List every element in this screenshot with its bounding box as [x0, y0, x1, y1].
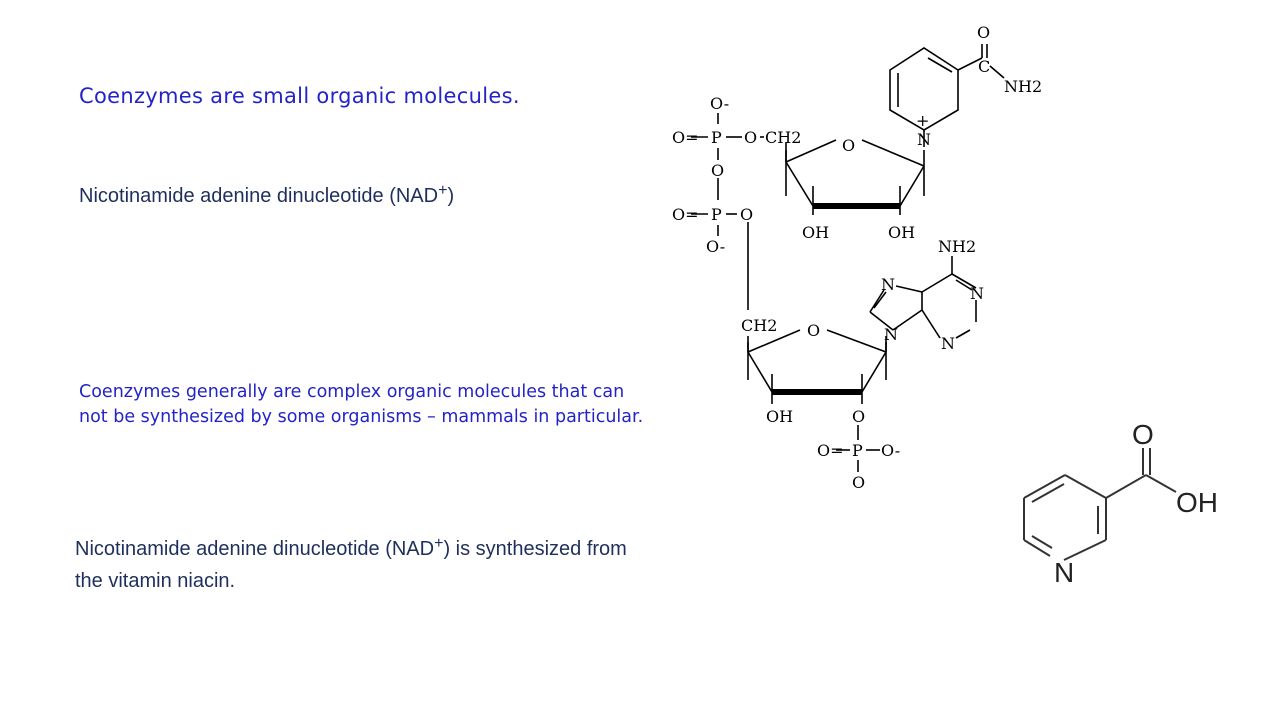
nad-o-eq-1: O= — [672, 128, 699, 147]
nad-o-bridge-2: O — [711, 161, 724, 180]
niacin-oh: OH — [1176, 487, 1218, 518]
nad-n-1: N — [881, 275, 895, 294]
nad-n-3: N — [941, 334, 955, 353]
nad-synthesis-prefix: Nicotinamide adenine dinucleotide (NAD — [75, 538, 435, 560]
nad-ch2-top: CH2 — [765, 128, 801, 147]
nad-nh2-top: NH2 — [1004, 77, 1042, 96]
coenzymes-general-text: Coenzymes generally are complex organic … — [79, 382, 644, 427]
nad-nh2-adenine: NH2 — [938, 237, 976, 256]
nad-n-4: N — [884, 325, 898, 344]
nad-ring-o-top: O — [842, 136, 855, 155]
nad-o-carbonyl: O — [977, 23, 990, 42]
nad-ring-o-bottom: O — [807, 321, 820, 340]
nad-label-prefix: Nicotinamide adenine dinucleotide (NAD — [79, 185, 439, 207]
nad-n-2: N — [970, 284, 984, 303]
niacin-n: N — [1054, 557, 1074, 588]
niacin-bonds — [1023, 448, 1177, 561]
nad-o-minus-3: O- — [881, 441, 900, 460]
niacin-o: O — [1132, 419, 1154, 450]
nad-label: Nicotinamide adenine dinucleotide (NAD+) — [79, 182, 454, 208]
nad-o-minus-2: O- — [706, 237, 725, 256]
nad-o-bottom: O — [852, 473, 865, 492]
nad-oh-3: OH — [766, 407, 793, 426]
nad-ch2-bottom: CH2 — [741, 316, 777, 335]
nad-bold-bonds — [772, 203, 900, 395]
nad-synthesis-suffix: ) is synthesized from the vitamin niacin… — [75, 538, 627, 592]
nad-o-bridge-4: O — [852, 407, 865, 426]
nad-o-bridge-3: O — [740, 205, 753, 224]
nad-plus-sign: + — [916, 111, 929, 130]
slide-title: Coenzymes are small organic molecules. — [79, 84, 520, 108]
nad-o-eq-3: O= — [817, 441, 844, 460]
nad-synthesis-sup: + — [434, 535, 444, 552]
nad-o-eq-2: O= — [672, 205, 699, 224]
nad-synthesis-text: Nicotinamide adenine dinucleotide (NAD+)… — [75, 528, 635, 597]
nad-bonds — [691, 44, 1005, 472]
nad-oh-1: OH — [802, 223, 829, 242]
nad-atom-labels: O- O= P O CH2 O O= P O O- O OH OH N + O … — [672, 23, 1042, 492]
nad-n-plus: N — [917, 130, 931, 149]
nad-p-2: P — [711, 205, 722, 224]
nad-c-amide: C — [978, 57, 990, 76]
nad-label-suffix: ) — [447, 185, 455, 207]
nad-o-bridge-1: O — [744, 128, 757, 147]
nad-o-minus-top: O- — [710, 94, 729, 113]
nad-p-3: P — [852, 441, 863, 460]
nad-label-sup: + — [438, 182, 448, 199]
nad-oh-2: OH — [888, 223, 915, 242]
nad-p-1: P — [711, 128, 722, 147]
